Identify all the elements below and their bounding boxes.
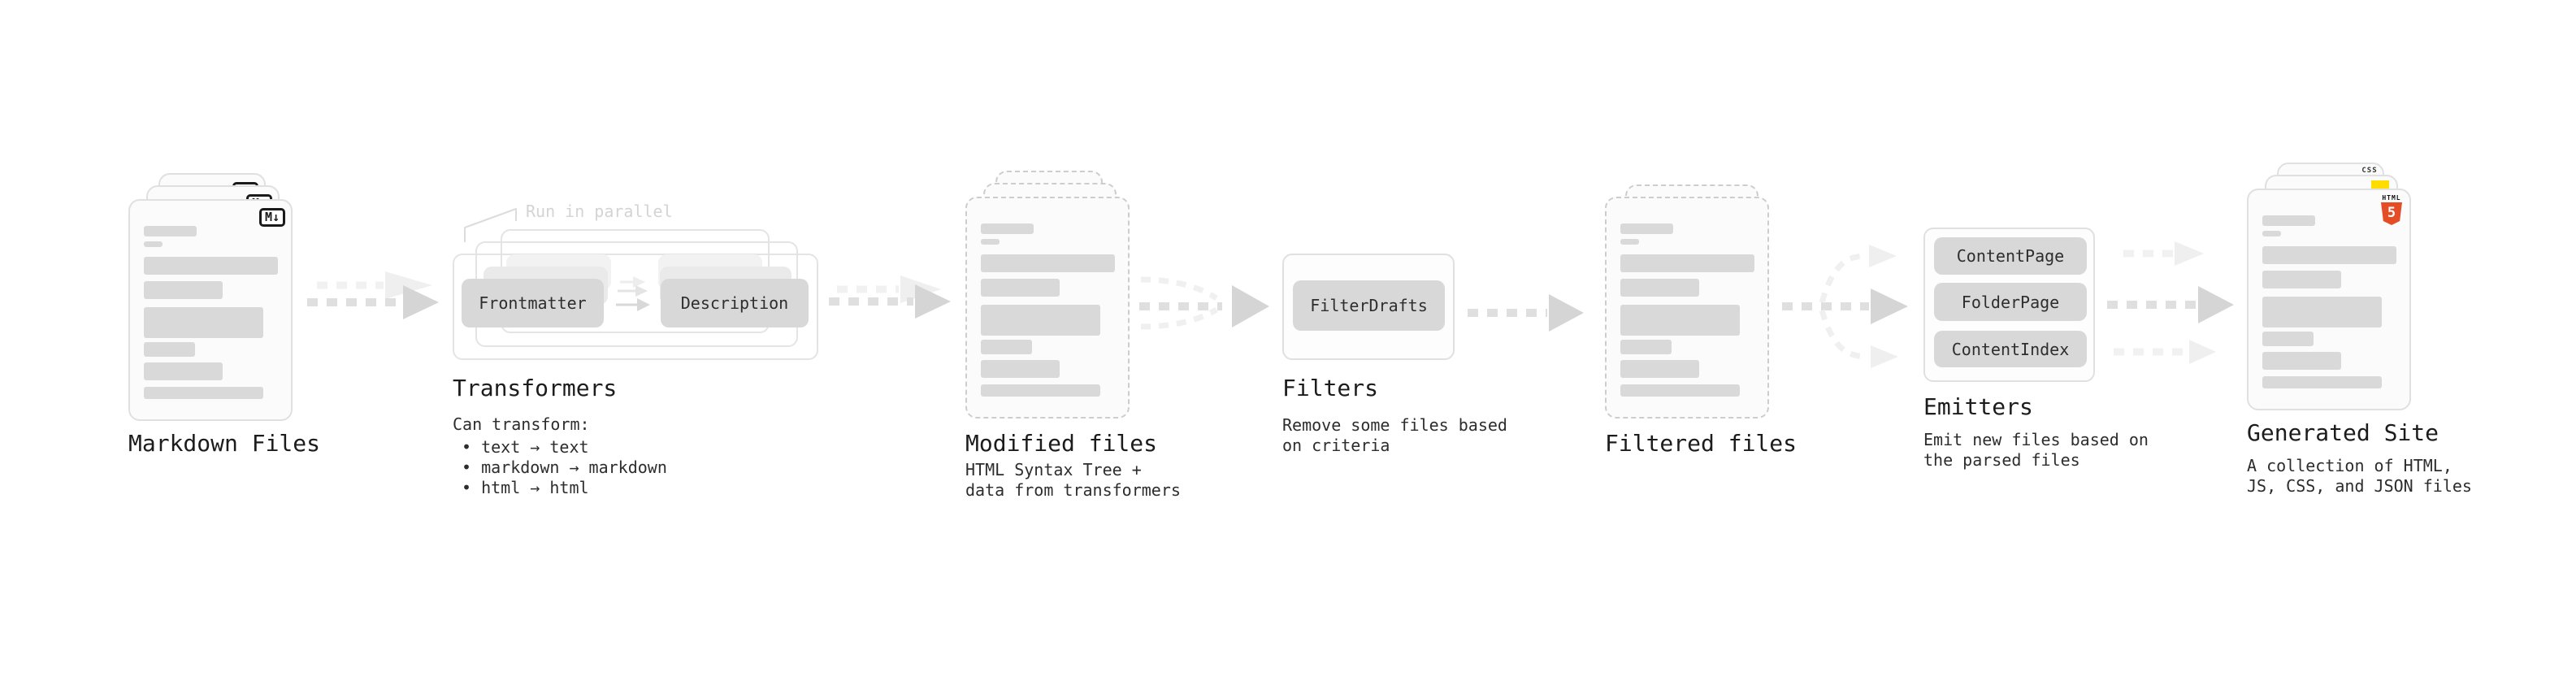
css-icon-label: CSS: [2361, 167, 2378, 175]
bullet-item: • html → html: [462, 478, 589, 497]
transformer-pill-frontmatter: Frontmatter: [462, 279, 604, 327]
arrow-filters-to-filtered: [1468, 294, 1584, 332]
file-card: [965, 197, 1130, 419]
markdown-icon: M↓: [258, 208, 285, 227]
emitters-description: Emit new files based on the parsed files: [1923, 430, 2149, 471]
run-in-parallel-note: Run in parallel: [526, 202, 673, 221]
file-card: HTML 5: [2247, 189, 2411, 410]
arrows-emitters-to-generated: [2107, 241, 2234, 364]
description-line: A collection of HTML,: [2247, 456, 2452, 475]
file-card: [1605, 197, 1769, 419]
modified-files-description: HTML Syntax Tree + data from transformer…: [965, 460, 1181, 501]
bullet-item: • text → text: [462, 437, 589, 457]
html5-icon-word: HTML: [2382, 194, 2401, 202]
arrow-markdown-to-transformers: [307, 271, 439, 319]
html5-icon-shield: 5: [2381, 202, 2402, 225]
file-content-placeholder: [2262, 215, 2396, 388]
transformer-pill-description: Description: [661, 279, 809, 327]
description-line: Remove some files based: [1282, 415, 1507, 435]
emitter-pill-contentpage: ContentPage: [1934, 237, 2087, 275]
description-line: data from transformers: [965, 480, 1181, 500]
description-line: JS, CSS, and JSON files: [2247, 476, 2472, 496]
arrow-transformers-to-modified: [829, 275, 951, 319]
arrow-modified-to-filters: [1139, 276, 1269, 330]
stage-label-emitters: Emitters: [1923, 393, 2033, 420]
emitter-pill-contentindex: ContentIndex: [1934, 331, 2087, 367]
arrow-filtered-to-emitters: [1782, 245, 1908, 368]
javascript-icon: [2371, 180, 2389, 189]
transformers-description: Can transform:: [453, 414, 590, 434]
stage-label-filters: Filters: [1282, 375, 1379, 401]
stage-label-transformers: Transformers: [453, 375, 618, 401]
file-card: M↓: [128, 199, 293, 421]
stage-label-markdown-files: Markdown Files: [128, 430, 321, 457]
stage-label-filtered-files: Filtered files: [1605, 430, 1798, 457]
html5-icon: HTML 5: [2381, 194, 2402, 225]
stage-label-modified-files: Modified files: [965, 430, 1158, 457]
bullet-item: • markdown → markdown: [462, 458, 667, 477]
filters-description: Remove some files based on criteria: [1282, 415, 1507, 456]
description-line: the parsed files: [1923, 450, 2080, 470]
description-line: Emit new files based on: [1923, 430, 2149, 449]
emitter-pill-folderpage: FolderPage: [1934, 283, 2087, 321]
file-content-placeholder: [981, 223, 1115, 397]
stage-label-generated-site: Generated Site: [2247, 419, 2439, 446]
transformer-box-front: [453, 254, 818, 360]
transformers-bullet-list: • text → text • markdown → markdown • ht…: [462, 437, 667, 498]
file-content-placeholder: [1620, 223, 1754, 397]
filter-pill-filterdrafts: FilterDrafts: [1293, 280, 1445, 331]
generated-site-description: A collection of HTML, JS, CSS, and JSON …: [2247, 456, 2472, 497]
description-line: HTML Syntax Tree +: [965, 460, 1142, 479]
description-line: on criteria: [1282, 436, 1390, 455]
file-content-placeholder: [144, 226, 278, 399]
